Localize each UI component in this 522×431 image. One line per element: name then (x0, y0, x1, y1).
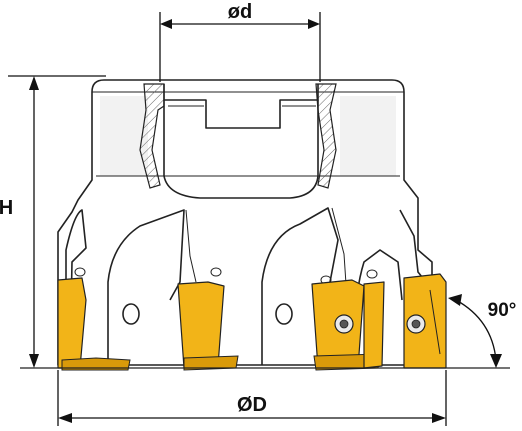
insert-4 (363, 281, 385, 369)
coolant-holes (74, 267, 418, 325)
dimension-shank-diameter: ød (159, 1, 321, 82)
dimension-entering-angle: 90° (448, 294, 516, 368)
bore-section (139, 83, 337, 199)
angle-label: 90° (488, 300, 517, 321)
dimension-cutter-diameter: ØD (57, 370, 447, 426)
insert-2 (177, 281, 225, 369)
inserts (57, 273, 447, 371)
chip-pockets (65, 207, 427, 366)
dimension-label-d: ød (228, 1, 252, 23)
dimension-label-h: H (0, 197, 13, 219)
dimension-label-D: ØD (237, 394, 267, 416)
dimension-height: H (0, 75, 106, 368)
insert-1 (57, 277, 87, 369)
